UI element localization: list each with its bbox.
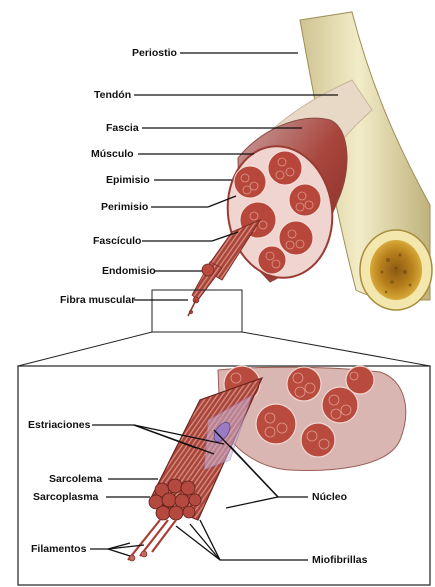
label-perimisio: Perimisio	[101, 201, 148, 213]
label-nucleo: Núcleo	[312, 491, 347, 503]
label-miofibrillas: Miofibrillas	[312, 554, 368, 566]
label-fascia: Fascia	[106, 122, 139, 134]
label-endomisio: Endomisio	[102, 265, 156, 277]
label-sarcoplasma: Sarcoplasma	[33, 491, 99, 503]
projection-lines	[18, 332, 430, 366]
label-sarcolema: Sarcolema	[49, 473, 102, 485]
myofibril-bundle	[149, 479, 201, 520]
label-estriaciones: Estriaciones	[28, 419, 91, 431]
label-tendon: Tendón	[94, 89, 131, 101]
bone-marrow	[370, 240, 422, 300]
top-illustration	[152, 12, 432, 332]
label-musculo: Músculo	[91, 148, 134, 160]
label-fasciculo: Fascículo	[93, 235, 141, 247]
label-filamentos: Filamentos	[31, 543, 87, 555]
label-epimisio: Epimisio	[106, 174, 150, 186]
label-periostio: Periostio	[132, 47, 177, 59]
label-fibra-muscular: Fibra muscular	[60, 294, 135, 306]
